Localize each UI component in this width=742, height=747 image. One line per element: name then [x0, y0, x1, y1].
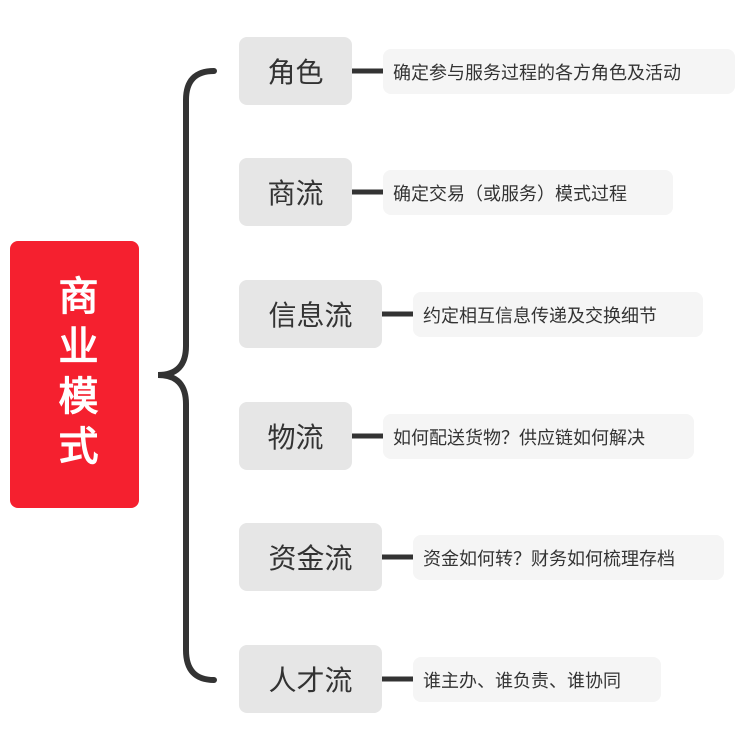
- description-text: 谁主办、谁负责、谁协同: [423, 670, 621, 692]
- description-text: 如何配送货物？供应链如何解决: [393, 427, 645, 449]
- description-talent-flow[interactable]: 谁主办、谁负责、谁协同: [413, 657, 661, 702]
- bracket-line: [157, 68, 217, 683]
- branch-node-commerce-flow[interactable]: 商流: [239, 158, 352, 226]
- description-role[interactable]: 确定参与服务过程的各方角色及活动: [383, 49, 735, 94]
- root-topic-label: 商业模式: [51, 274, 98, 475]
- description-text: 确定交易（或服务）模式过程: [393, 183, 627, 205]
- branch-node-label: 资金流: [268, 542, 353, 575]
- description-commerce-flow[interactable]: 确定交易（或服务）模式过程: [383, 170, 673, 215]
- description-text: 资金如何转？财务如何梳理存档: [423, 548, 675, 570]
- branch-node-label: 信息流: [268, 299, 353, 332]
- branch-node-talent-flow[interactable]: 人才流: [239, 645, 382, 713]
- description-text: 确定参与服务过程的各方角色及活动: [393, 62, 681, 84]
- description-logistics[interactable]: 如何配送货物？供应链如何解决: [383, 414, 694, 459]
- branch-node-role[interactable]: 角色: [239, 37, 352, 105]
- branch-node-label: 商流: [267, 177, 324, 210]
- root-topic[interactable]: 商业模式: [10, 241, 139, 508]
- branch-node-capital-flow[interactable]: 资金流: [239, 523, 382, 591]
- branch-node-logistics[interactable]: 物流: [239, 402, 352, 470]
- description-capital-flow[interactable]: 资金如何转？财务如何梳理存档: [413, 535, 724, 580]
- branch-node-information-flow[interactable]: 信息流: [239, 280, 382, 348]
- branch-node-label: 角色: [267, 56, 324, 89]
- description-information-flow[interactable]: 约定相互信息传递及交换细节: [413, 292, 703, 337]
- branch-node-label: 物流: [267, 421, 324, 454]
- branch-node-label: 人才流: [268, 664, 353, 697]
- description-text: 约定相互信息传递及交换细节: [423, 305, 657, 327]
